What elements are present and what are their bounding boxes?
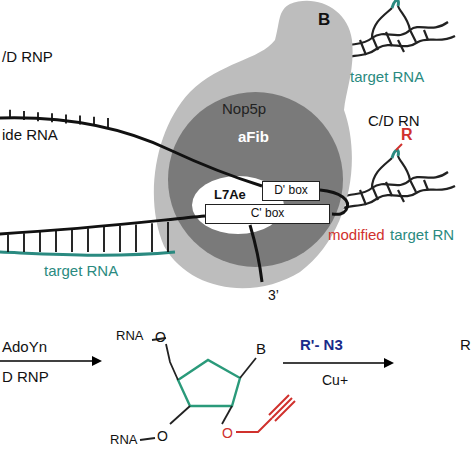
label-text: D RNP [2,368,49,385]
box-label: D' box [262,181,320,201]
label-text: B [318,10,330,30]
label-text: ide RNA [2,126,58,143]
protein-blob: Nop5p aFibL7Ae D' box C' box [150,0,355,295]
rna-strand [0,118,262,186]
bonds [140,338,256,440]
rna-strand [8,222,168,252]
label-text: O [157,428,168,444]
node-text: L7Ae [214,188,246,203]
target-loop [392,150,398,158]
label-text: R'- N3 [300,336,343,353]
node-text: aFib [238,128,269,145]
label-text: R [401,126,413,144]
rna-strand [320,190,348,214]
label-text: Cu+ [322,372,348,388]
label-text: 3’ [268,287,279,303]
rna-strand [0,252,175,255]
propargyl [236,395,295,432]
rna-strand [250,225,262,282]
rna-strand [0,216,205,234]
label-text: AdoYn [2,338,47,355]
label-text: R [460,336,471,353]
ribose-ring [178,360,240,406]
label-text: target RN [390,226,454,243]
label-text: modified [328,226,385,243]
node-text: C' box [251,207,285,221]
target-loop [392,0,398,8]
reaction-arrow [283,362,392,364]
node-text: D' box [274,184,308,198]
label-text: O [222,425,233,441]
label-text: O [155,329,166,345]
label-text: RNA [116,329,143,344]
label-text: target RNA [44,262,118,279]
modification-bond [396,144,402,150]
rna-strand [10,110,108,127]
label-text: /D RNP [2,48,53,65]
label-text: B [256,340,266,357]
label-text: RNA [110,433,137,448]
reaction-arrow [0,360,100,362]
node-text: Nop5p [222,100,266,117]
box-label: C' box [205,204,330,224]
label-text: target RNA [350,68,424,85]
